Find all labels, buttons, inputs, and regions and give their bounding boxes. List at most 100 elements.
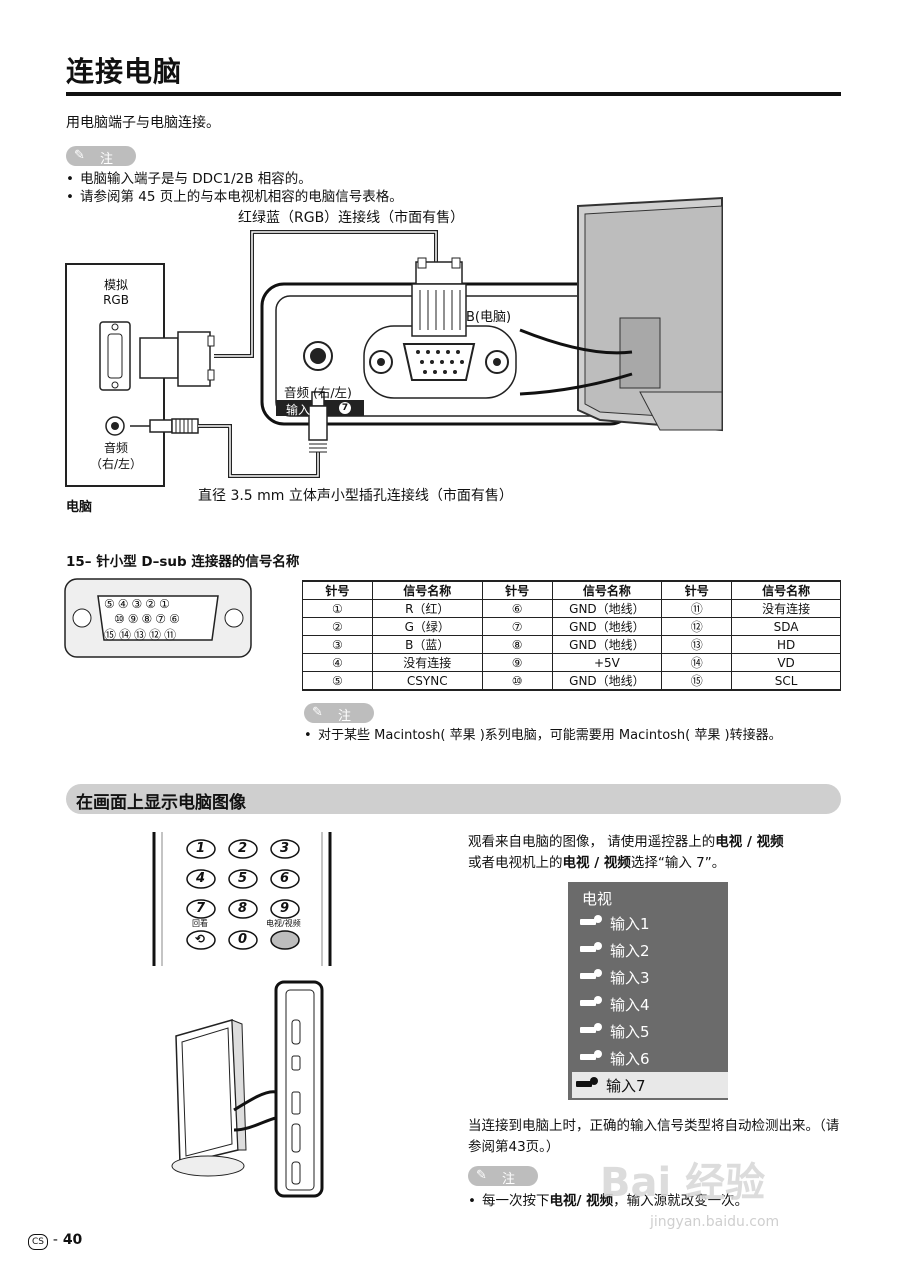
menu-item-input1[interactable]: 输入1 — [576, 910, 728, 936]
section-heading: 在画面上显示电脑图像 — [76, 793, 246, 813]
baidu-watermark-url: jingyan.baidu.com — [650, 1214, 780, 1230]
table-cell: 没有连接 — [731, 599, 841, 618]
page-footer: CS - 40 — [28, 1232, 82, 1250]
remote-control-image — [152, 832, 332, 966]
input-number-badge: 7 — [339, 402, 351, 414]
table-cell: GND（地线） — [551, 617, 663, 636]
table-cell: +5V — [551, 653, 663, 672]
menu-item-input2[interactable]: 输入2 — [576, 937, 728, 963]
table-cell: ⑩ — [481, 671, 553, 691]
input-icon — [580, 996, 602, 1006]
menu-item-input6[interactable]: 输入6 — [576, 1045, 728, 1071]
table-cell: ⑬ — [661, 635, 733, 654]
note-badge: ✎ 注 — [304, 703, 374, 724]
key-5[interactable]: 5 — [238, 871, 248, 886]
list-item: •请参阅第 45 页上的与本电视机相容的电脑信号表格。 — [66, 189, 403, 205]
key-0[interactable]: 0 — [238, 932, 248, 947]
flashback-icon[interactable]: ⟲ — [195, 932, 206, 946]
connection-diagram — [65, 196, 723, 487]
list-item: •对于某些 Macintosh( 苹果 )系列电脑，可能需要用 Macintos… — [304, 728, 782, 743]
table-cell: HD — [731, 635, 841, 654]
dsub-row-3: ⑮⑭⑬⑫⑪ — [104, 628, 180, 642]
key-8[interactable]: 8 — [238, 901, 248, 916]
analog-rgb-label: 模拟 RGB — [103, 278, 129, 307]
list-item: •电脑输入端子是与 DDC1/2B 相容的。 — [66, 171, 312, 187]
table-cell: VD — [731, 653, 841, 672]
input-icon — [580, 942, 602, 952]
table-cell: GND（地线） — [551, 635, 663, 654]
table-cell: ⑤ — [302, 671, 373, 691]
key-6[interactable]: 6 — [280, 871, 290, 886]
key-2[interactable]: 2 — [238, 841, 248, 856]
menu-item-input5[interactable]: 输入5 — [576, 1018, 728, 1044]
dsub-connector — [64, 578, 252, 658]
table-cell: GND（地线） — [551, 671, 663, 691]
intro-text: 用电脑端子与电脑连接。 — [66, 115, 220, 131]
menu-item-input4[interactable]: 输入4 — [576, 991, 728, 1017]
key-1[interactable]: 1 — [196, 841, 206, 856]
page-title: 连接电脑 — [66, 55, 183, 88]
flashback-label: 回看 — [192, 919, 208, 928]
table-cell: GND（地线） — [551, 599, 663, 618]
input-icon — [580, 1023, 602, 1033]
key-4[interactable]: 4 — [196, 871, 206, 886]
column-header: 针号 — [481, 580, 553, 600]
table-cell: R（红） — [371, 599, 483, 618]
table-cell: ① — [302, 599, 373, 618]
remote-keypad: 1 2 3 4 5 6 7 8 9 0 ⟲ 回看 电视/视频 — [150, 830, 340, 968]
baidu-watermark-logo: Bai 经验 — [600, 1160, 766, 1206]
column-header: 针号 — [661, 580, 733, 600]
section-heading-bar: 在画面上显示电脑图像 — [66, 784, 841, 814]
table-header-row: 针号 信号名称 针号 信号名称 针号 信号名称 — [302, 580, 841, 600]
audio-rl-label: 音频 (右/左) — [284, 385, 352, 400]
language-badge: CS — [28, 1234, 48, 1250]
key-9[interactable]: 9 — [280, 901, 290, 916]
page-number: 40 — [62, 1232, 83, 1248]
menu-item-input7-selected[interactable]: 输入7 — [572, 1072, 728, 1098]
note-label: 注 — [338, 709, 352, 724]
paperclip-icon: ✎ — [74, 148, 85, 163]
column-header: 针号 — [302, 580, 373, 600]
table-cell: G（绿） — [371, 617, 483, 636]
menu-title: 电视 — [582, 890, 613, 908]
key-3[interactable]: 3 — [280, 841, 290, 856]
table-cell: ⑦ — [481, 617, 553, 636]
input-icon — [580, 1050, 602, 1060]
section2-description: 观看来自电脑的图像， 请使用遥控器上的电视 / 视频 或者电视机上的电视 / 视… — [468, 834, 784, 871]
column-header: 信号名称 — [371, 580, 483, 600]
tv-video-button[interactable] — [271, 931, 299, 949]
table-cell: ⑨ — [481, 653, 553, 672]
table-cell: SDA — [731, 617, 841, 636]
dsub-row-2: ⑩⑨⑧⑦⑥ — [114, 612, 183, 626]
input-menu: 电视 输入1 输入2 输入3 输入4 输入5 输入6 输入7 — [568, 882, 728, 1100]
table-cell: ② — [302, 617, 373, 636]
pc-audio-label: 音频 （右/左） — [89, 441, 143, 471]
table-cell: 没有连接 — [371, 653, 483, 672]
note-label: 注 — [100, 152, 114, 167]
title-rule — [66, 92, 841, 96]
dsub-heading: 15– 针小型 D–sub 连接器的信号名称 — [66, 554, 300, 570]
table-cell: ⑧ — [481, 635, 553, 654]
table-cell: CSYNC — [371, 671, 483, 691]
key-7[interactable]: 7 — [196, 901, 206, 916]
paperclip-icon: ✎ — [476, 1168, 487, 1183]
audio-cable-caption: 直径 3.5 mm 立体声小型插孔连接线（市面有售） — [198, 488, 513, 504]
auto-detect-text: 当连接到电脑上时，正确的输入信号类型将自动检测出来。（请参阅第43页。） — [468, 1118, 840, 1155]
table-cell: ⑥ — [481, 599, 553, 618]
table-cell: B（蓝） — [371, 635, 483, 654]
note-label: 注 — [502, 1172, 516, 1187]
list-item: •每一次按下电视/ 视频，输入源就改变一次。 — [468, 1193, 749, 1209]
dsub-row-1: ⑤④③②① — [104, 597, 173, 611]
note-badge: ✎ 注 — [66, 146, 136, 167]
table-cell: ⑪ — [661, 599, 733, 618]
rgb-pc-port-label: B(电脑) — [466, 310, 512, 325]
table-cell: ⑫ — [661, 617, 733, 636]
input-tag: 输入 — [286, 403, 311, 417]
menu-item-input3[interactable]: 输入3 — [576, 964, 728, 990]
tv-video-label: 电视/视频 — [266, 919, 301, 928]
column-header: 信号名称 — [731, 580, 841, 600]
